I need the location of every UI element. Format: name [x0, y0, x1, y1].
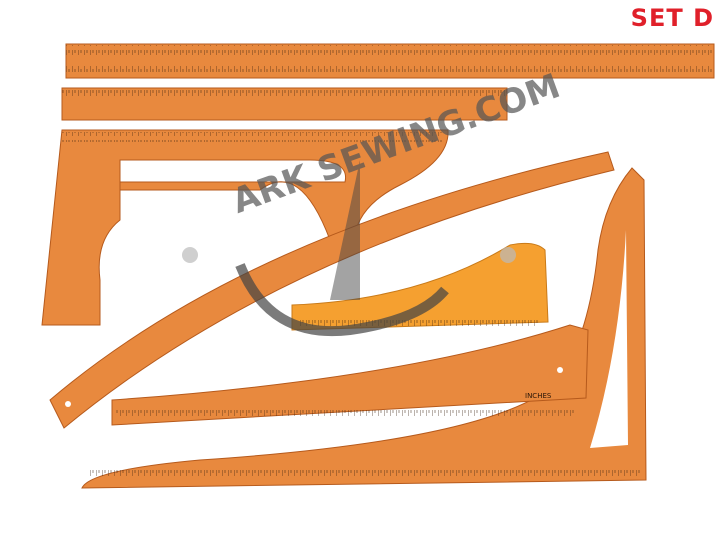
inches-label: INCHES — [525, 392, 552, 400]
long-straight-ruler — [65, 43, 715, 79]
long-curve-ruler — [49, 151, 615, 429]
inch-curve-ruler: INCHES — [111, 324, 589, 426]
small-french-curve — [291, 242, 549, 331]
set-label: SET D — [630, 4, 714, 32]
hang-hole — [65, 401, 71, 407]
hip-curve-square — [41, 129, 449, 326]
short-straight-ruler — [61, 87, 508, 121]
